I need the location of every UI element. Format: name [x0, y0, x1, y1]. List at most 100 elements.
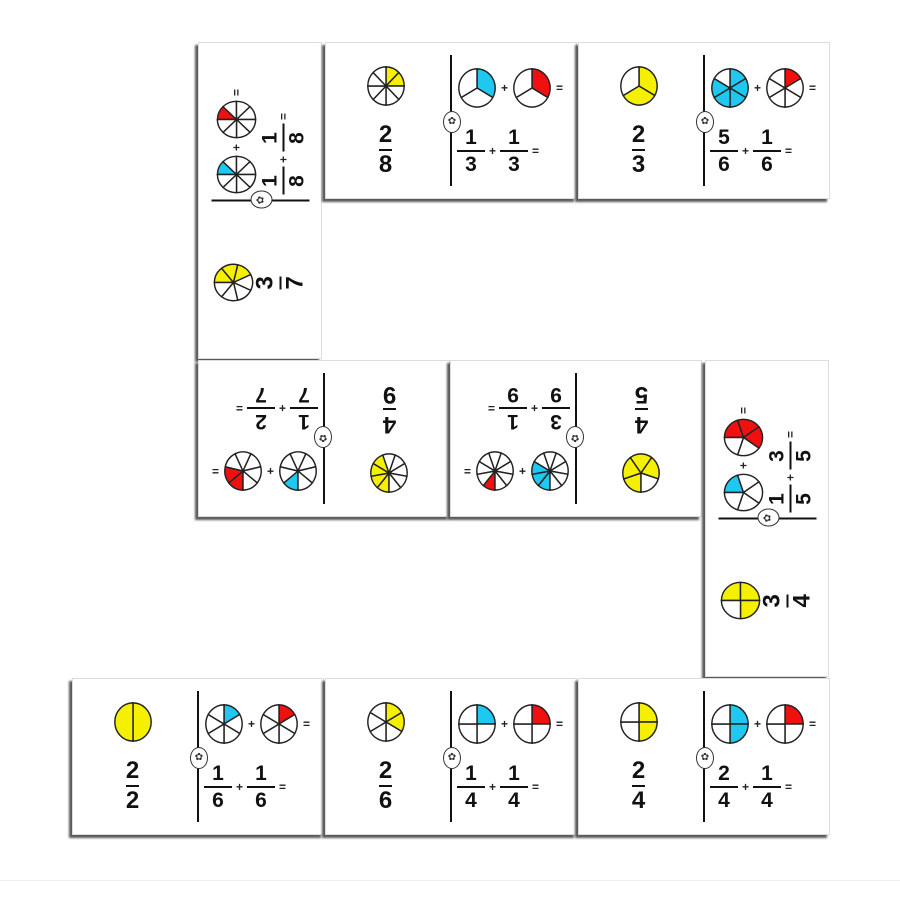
pie-slice	[113, 702, 134, 743]
denominator: 6	[378, 786, 393, 814]
knot-icon: ✿	[250, 190, 272, 209]
fraction-bar	[247, 786, 276, 789]
numerator: 1	[255, 762, 267, 786]
numerator: 2	[631, 120, 646, 148]
numerator: 1	[761, 126, 773, 150]
question-pies: +=	[199, 449, 318, 493]
numerator: 1	[764, 492, 788, 505]
fraction-bar	[631, 784, 646, 787]
denominator: 8	[284, 174, 308, 187]
fraction-bar	[457, 150, 485, 153]
equals-sign: =	[532, 144, 540, 159]
plus-sign: +	[266, 464, 274, 479]
pie-slice	[766, 723, 786, 744]
numerator: 3	[251, 275, 278, 289]
equals-sign: =	[487, 400, 495, 415]
denominator: 9	[382, 381, 397, 409]
fraction-bar	[788, 484, 791, 513]
fraction-pie-icon	[722, 473, 763, 512]
numerator: 1	[508, 762, 520, 786]
fraction-pie-icon	[260, 703, 298, 744]
plus-sign: +	[501, 716, 509, 731]
numerator: 2	[378, 120, 393, 148]
denominator: 7	[281, 275, 308, 289]
fraction-pie-icon	[205, 703, 243, 744]
denominator: 5	[791, 492, 815, 505]
pie-slice	[513, 703, 533, 725]
plus-sign: +	[735, 461, 750, 469]
plus-sign: +	[782, 473, 797, 481]
pie-slice	[711, 723, 731, 744]
fraction-bar	[788, 441, 791, 470]
fraction-bar	[457, 786, 485, 789]
pie-slice	[215, 173, 238, 189]
fraction-bar	[753, 150, 782, 153]
fraction-bar	[500, 786, 529, 789]
numerator: 3	[550, 409, 562, 433]
numerator: 1	[298, 409, 310, 433]
fraction-pie-icon	[215, 100, 256, 139]
fraction-bar	[498, 406, 527, 409]
denominator: 9	[550, 382, 562, 406]
pie-slice	[531, 703, 551, 725]
fraction-bar	[382, 408, 397, 411]
denominator: 7	[255, 382, 267, 406]
fraction-bar	[290, 406, 318, 409]
numerator: 3	[764, 449, 788, 462]
bottom-divider	[0, 880, 900, 881]
plus-sign: +	[278, 400, 286, 415]
question-pies: +=	[457, 702, 576, 746]
fraction-pie-icon	[711, 703, 749, 744]
denominator: 6	[212, 789, 224, 813]
plus-sign: +	[489, 780, 497, 795]
question-pies: +=	[710, 702, 829, 746]
pie-slice	[131, 702, 152, 743]
denominator: 4	[761, 789, 773, 813]
numerator: 1	[257, 131, 281, 144]
knot-icon: ✿	[696, 746, 714, 769]
plus-sign: +	[518, 464, 526, 479]
denominator: 5	[634, 381, 649, 409]
plus-sign: +	[754, 716, 762, 731]
fraction-pie-icon	[370, 452, 409, 493]
fraction-pie-icon	[619, 66, 658, 106]
fraction-bar	[281, 123, 284, 152]
pie-slice	[784, 703, 804, 725]
denominator: 3	[508, 153, 520, 177]
pie-slice	[458, 67, 478, 99]
numerator: 1	[257, 174, 281, 187]
numerator: 1	[507, 409, 519, 433]
fraction-bar	[378, 784, 393, 787]
fraction-pie-icon	[513, 703, 551, 744]
plus-sign: +	[501, 80, 509, 95]
pie-slice	[207, 703, 225, 726]
pie-slice	[713, 67, 731, 90]
question-pies: +=	[721, 361, 765, 513]
fraction-bar	[204, 786, 232, 789]
equals-sign: =	[556, 80, 564, 95]
pie-slice	[458, 723, 478, 744]
